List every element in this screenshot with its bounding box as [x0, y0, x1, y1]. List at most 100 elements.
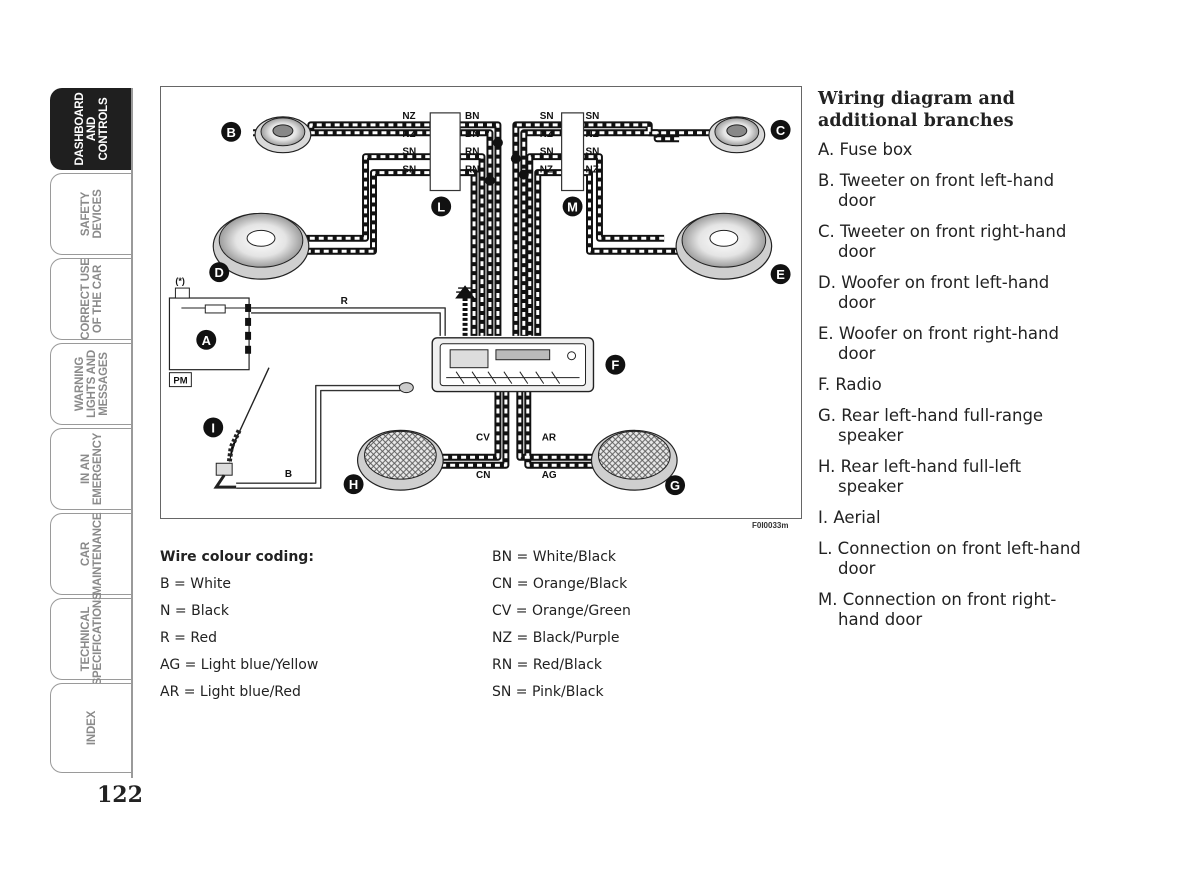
- marker-c: C: [770, 119, 791, 140]
- wire-label: NZ: [402, 129, 415, 140]
- wire-code: N = Black: [160, 603, 229, 619]
- wire-label: BN: [465, 129, 479, 140]
- legend-item: F. Radio: [818, 375, 882, 394]
- tab-label: IN AN EMERGENCY: [79, 432, 104, 506]
- legend-item: E. Woofer on front right-hand door: [818, 324, 1059, 363]
- tab-safety-devices[interactable]: SAFETY DEVICES: [50, 173, 132, 255]
- tab-label: DASHBOARD AND CONTROLS: [73, 92, 110, 166]
- svg-text:A: A: [202, 333, 211, 348]
- tab-emergency[interactable]: IN AN EMERGENCY: [50, 428, 132, 510]
- legend-item: M. Connection on front right-hand door: [818, 590, 1057, 629]
- legend-item: C. Tweeter on front right-hand door: [818, 222, 1067, 261]
- ground-symbol: [455, 285, 476, 336]
- wire-label-b: B: [285, 469, 292, 480]
- tab-car-maintenance[interactable]: CAR MAINTENANCE: [50, 513, 132, 595]
- wire-label-ar: AR: [542, 432, 556, 443]
- tweeter-b: [254, 116, 312, 154]
- wire-code: B = White: [160, 576, 231, 592]
- connector-l: [429, 112, 461, 192]
- tab-dashboard-and-controls[interactable]: DASHBOARD AND CONTROLS: [50, 88, 132, 170]
- legend-item: G. Rear left-hand full-range speaker: [818, 406, 1044, 445]
- legend-item: I. Aerial: [818, 508, 881, 527]
- wire-coding-title: Wire colour coding:: [160, 549, 314, 565]
- woofer-d: [212, 212, 310, 280]
- tweeter-c: [708, 116, 766, 154]
- description-column: Wiring diagram and additional branches A…: [818, 88, 1088, 641]
- fuse-box-label: PM: [173, 376, 187, 387]
- wire-junctions: [484, 137, 529, 186]
- wire-label: RN: [465, 147, 479, 158]
- aerial-i: [213, 367, 414, 489]
- legend-item: A. Fuse box: [818, 140, 913, 159]
- tab-correct-use[interactable]: CORRECT USE OF THE CAR: [50, 258, 132, 340]
- legend-item: B. Tweeter on front left-hand door: [818, 171, 1055, 210]
- wire-label-group: NZ BN NZ BN SN RN SN RN SN SN NZ NZ SN S…: [173, 111, 599, 481]
- wire-code: BN = White/Black: [492, 549, 617, 565]
- tab-technical-specifications[interactable]: TECHNICAL SPECIFICATIONS: [50, 593, 132, 685]
- legend-item: H. Rear left-hand full-left speaker: [818, 457, 1022, 496]
- wire-label: SN: [586, 147, 600, 158]
- svg-text:C: C: [776, 123, 785, 138]
- wire-coding-right: BN = White/Black CN = Orange/Black CV = …: [492, 544, 631, 706]
- wire-code: RN = Red/Black: [492, 657, 603, 673]
- svg-text:G: G: [670, 478, 680, 493]
- wire-label: SN: [402, 147, 416, 158]
- wire-code: AG = Light blue/Yellow: [160, 657, 319, 673]
- wire-code: SN = Pink/Black: [492, 684, 604, 700]
- wire-label: NZ: [402, 111, 415, 122]
- radio-f: [431, 337, 595, 393]
- legend-item: L. Connection on front left-hand door: [818, 539, 1081, 578]
- wire-code: R = Red: [160, 630, 217, 646]
- tab-label: CORRECT USE OF THE CAR: [79, 258, 104, 340]
- tab-label: INDEX: [85, 710, 98, 746]
- svg-text:F: F: [611, 358, 619, 373]
- fuse-note: (*): [175, 276, 184, 286]
- wire-label: NZ: [586, 165, 599, 176]
- legend-item: D. Woofer on front left-hand door: [818, 273, 1050, 312]
- marker-b: B: [221, 121, 242, 142]
- marker-d: D: [209, 262, 230, 283]
- marker-m: M: [562, 196, 583, 217]
- marker-f: F: [605, 354, 626, 375]
- svg-text:M: M: [567, 199, 578, 214]
- wire-label: RN: [465, 165, 479, 176]
- connector-m: [561, 112, 585, 192]
- page-number: 122: [97, 782, 143, 808]
- svg-text:B: B: [226, 125, 235, 140]
- wire-coding-left: Wire colour coding: B = White N = Black …: [160, 544, 318, 706]
- wire-label: SN: [586, 111, 600, 122]
- wire-code: CN = Orange/Black: [492, 576, 628, 592]
- svg-text:H: H: [349, 477, 358, 492]
- svg-text:L: L: [437, 199, 445, 214]
- marker-a: A: [196, 329, 217, 350]
- wire-label-ag: AG: [542, 470, 557, 481]
- tab-label: WARNING LIGHTS AND MESSAGES: [73, 350, 110, 418]
- marker-e: E: [770, 264, 791, 285]
- wire-label-r: R: [341, 296, 348, 307]
- wire-label: BN: [465, 111, 479, 122]
- tab-index[interactable]: INDEX: [50, 683, 132, 773]
- wire-code: AR = Light blue/Red: [160, 684, 301, 700]
- wire-label: SN: [540, 111, 554, 122]
- wiring-diagram: NZ BN NZ BN SN RN SN RN SN SN NZ NZ SN S…: [160, 86, 802, 519]
- rear-speaker-h: [356, 429, 444, 491]
- wire-code: NZ = Black/Purple: [492, 630, 620, 646]
- marker-h: H: [343, 474, 364, 495]
- woofer-e: [675, 212, 773, 280]
- svg-text:I: I: [211, 420, 215, 435]
- wire-label: NZ: [540, 165, 553, 176]
- figure-code: F0I0033m: [752, 521, 789, 530]
- marker-l: L: [431, 196, 452, 217]
- wire-label-cv: CV: [476, 432, 490, 443]
- tab-label: TECHNICAL SPECIFICATIONS: [79, 592, 104, 686]
- wire-label: NZ: [586, 129, 599, 140]
- wire-label: SN: [540, 147, 554, 158]
- tab-label: CAR MAINTENANCE: [79, 512, 104, 596]
- marker-g: G: [665, 475, 686, 496]
- section-title: Wiring diagram and additional branches: [818, 89, 1015, 131]
- wire-label-cn: CN: [476, 470, 490, 481]
- tab-warning-lights[interactable]: WARNING LIGHTS AND MESSAGES: [50, 343, 132, 425]
- tab-label: SAFETY DEVICES: [79, 189, 104, 239]
- wire-code: CV = Orange/Green: [492, 603, 631, 619]
- tabs-divider: [131, 88, 133, 778]
